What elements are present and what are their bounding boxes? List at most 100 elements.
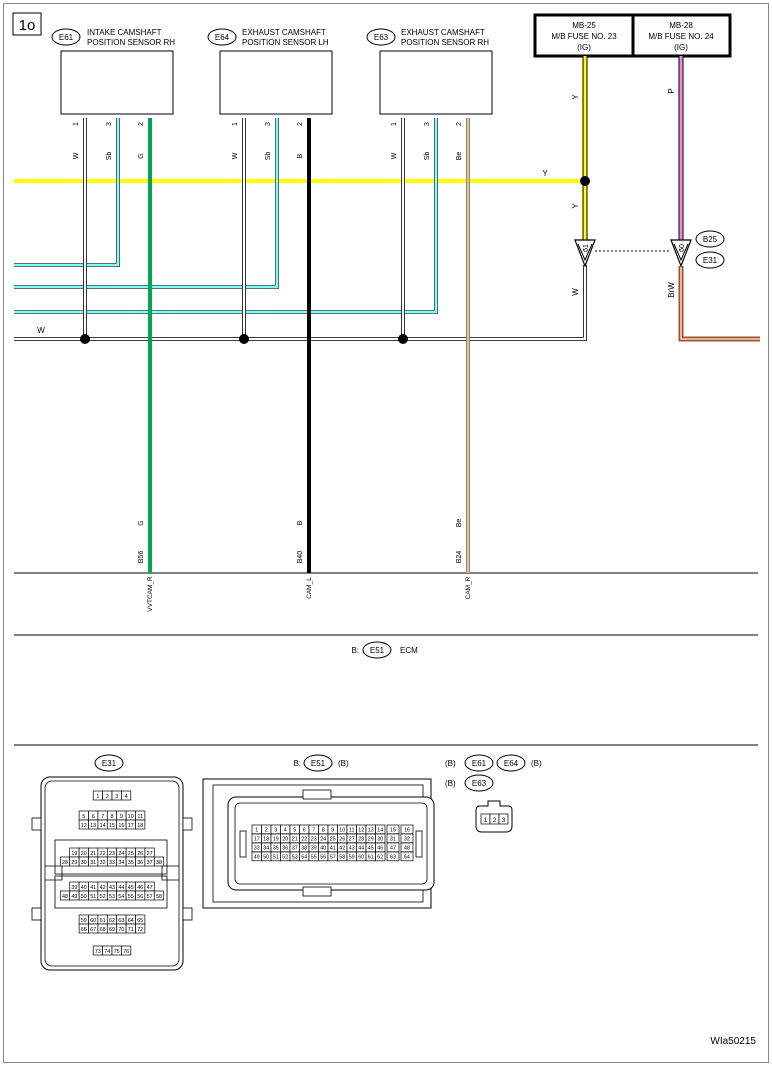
svg-text:58: 58 xyxy=(339,855,345,861)
e31-pin-4: 4 xyxy=(121,790,132,801)
sensor-conn-id-e63: E63 xyxy=(472,779,487,788)
harness-connector-61: 61 xyxy=(574,239,596,268)
connector-e31-title: E31 xyxy=(102,759,117,768)
e31-pin-16: 16 xyxy=(116,819,127,830)
e51-pin-44: 44 xyxy=(356,842,367,853)
svg-text:1: 1 xyxy=(255,828,258,834)
sensor-conn-pin-1: 1 xyxy=(480,813,491,825)
e51-pin-51: 51 xyxy=(270,851,281,862)
svg-text:29: 29 xyxy=(71,860,77,866)
e31-pin-14: 14 xyxy=(97,819,108,830)
svg-text:55: 55 xyxy=(311,855,317,861)
fuse-mb28-line3: (IG) xyxy=(674,43,688,52)
e51-pin-62: 62 xyxy=(375,851,386,862)
svg-text:44: 44 xyxy=(358,846,364,852)
sensor-e64: E64 EXHAUST CAMSHAFT POSITION SENSOR LH … xyxy=(207,28,333,160)
svg-text:45: 45 xyxy=(128,885,134,891)
svg-text:23: 23 xyxy=(311,837,317,843)
e51-pin-8: 8 xyxy=(318,824,329,835)
svg-text:8: 8 xyxy=(111,814,114,820)
svg-text:52: 52 xyxy=(100,894,106,900)
e31-pin-69: 69 xyxy=(106,923,118,934)
svg-text:43: 43 xyxy=(109,885,115,891)
e31-pin-63: 63 xyxy=(116,914,127,925)
ecm-label: B: E51 ECM xyxy=(351,641,418,659)
ecm-pin-b24-signal: CAM_R xyxy=(465,576,472,599)
e31-pin-29: 29 xyxy=(69,856,80,867)
sensor-e64-color-b: B xyxy=(297,153,304,158)
svg-text:30: 30 xyxy=(81,860,87,866)
svg-text:21: 21 xyxy=(90,851,96,857)
e31-pin-64: 64 xyxy=(125,914,136,925)
e31-pin-8: 8 xyxy=(106,810,118,821)
wire-sb-e61 xyxy=(14,118,120,267)
svg-text:52: 52 xyxy=(282,855,288,861)
e51-pin-52: 52 xyxy=(280,851,291,862)
svg-text:33: 33 xyxy=(109,860,115,866)
e31-pin-72: 72 xyxy=(135,923,146,934)
e51-pin-15: 15 xyxy=(386,824,400,835)
svg-text:17: 17 xyxy=(254,837,260,843)
svg-text:63: 63 xyxy=(118,918,124,924)
e31-pin-70: 70 xyxy=(116,923,127,934)
e51-pin-17: 17 xyxy=(251,833,262,844)
sensor-conn-prefix-1: (B) xyxy=(445,759,456,768)
svg-text:59: 59 xyxy=(81,918,87,924)
svg-text:15: 15 xyxy=(109,823,115,829)
svg-text:20: 20 xyxy=(282,837,288,843)
svg-text:12: 12 xyxy=(81,823,87,829)
sensor-e63-color-sb: Sb xyxy=(424,152,431,161)
sensor-e63-color-be: Be xyxy=(456,152,463,161)
svg-text:42: 42 xyxy=(100,885,106,891)
e51-pin-2: 2 xyxy=(261,824,272,835)
sensor-e61-id: E61 xyxy=(59,33,74,42)
sensor-conn-id-e64: E64 xyxy=(504,759,519,768)
svg-text:59: 59 xyxy=(349,855,355,861)
svg-text:63: 63 xyxy=(390,855,396,861)
svg-text:41: 41 xyxy=(330,846,336,852)
e31-pin-26: 26 xyxy=(135,847,146,858)
e51-pin-35: 35 xyxy=(270,842,281,853)
ecm-pin-b56-color: G xyxy=(138,520,145,525)
svg-text:14: 14 xyxy=(377,828,383,834)
svg-text:6: 6 xyxy=(303,828,306,834)
sensor-e61-color-g: G xyxy=(138,153,145,158)
sensor-e61-name1: INTAKE CAMSHAFT xyxy=(87,28,162,37)
e31-pin-65: 65 xyxy=(135,914,146,925)
e31-pin-30: 30 xyxy=(78,856,89,867)
e51-pin-43: 43 xyxy=(346,842,357,853)
ecm-pin-b24-color: Be xyxy=(456,519,463,528)
svg-text:53: 53 xyxy=(109,894,115,900)
svg-text:75: 75 xyxy=(114,949,120,955)
e31-pin-35: 35 xyxy=(125,856,136,867)
connector-ref-e31: E31 xyxy=(695,251,725,269)
svg-text:28: 28 xyxy=(358,837,364,843)
svg-text:62: 62 xyxy=(377,855,383,861)
e51-pin-55: 55 xyxy=(308,851,319,862)
e31-pin-46: 46 xyxy=(135,881,146,892)
svg-text:34: 34 xyxy=(263,846,269,852)
e51-pin-48: 48 xyxy=(400,842,414,853)
connector-ref-e31-label: E31 xyxy=(703,256,718,265)
e31-pin-74: 74 xyxy=(102,945,113,956)
svg-text:65: 65 xyxy=(137,918,143,924)
e31-pin-9: 9 xyxy=(116,810,127,821)
sensor-conn-suffix-1: (B) xyxy=(531,759,542,768)
fuse-mb25-line2: M/B FUSE NO. 23 xyxy=(551,32,617,41)
sensor-e61-pin-w: 1 xyxy=(73,122,80,126)
e31-pin-23: 23 xyxy=(106,847,118,858)
svg-text:54: 54 xyxy=(301,855,307,861)
sensor-e63-body xyxy=(379,50,493,115)
e31-pin-20: 20 xyxy=(78,847,89,858)
svg-text:16: 16 xyxy=(118,823,124,829)
label-y-bus: Y xyxy=(542,169,548,178)
e31-pin-7: 7 xyxy=(97,810,108,821)
svg-text:3: 3 xyxy=(115,794,118,800)
svg-text:45: 45 xyxy=(368,846,374,852)
svg-text:30: 30 xyxy=(377,837,383,843)
svg-text:23: 23 xyxy=(109,851,115,857)
